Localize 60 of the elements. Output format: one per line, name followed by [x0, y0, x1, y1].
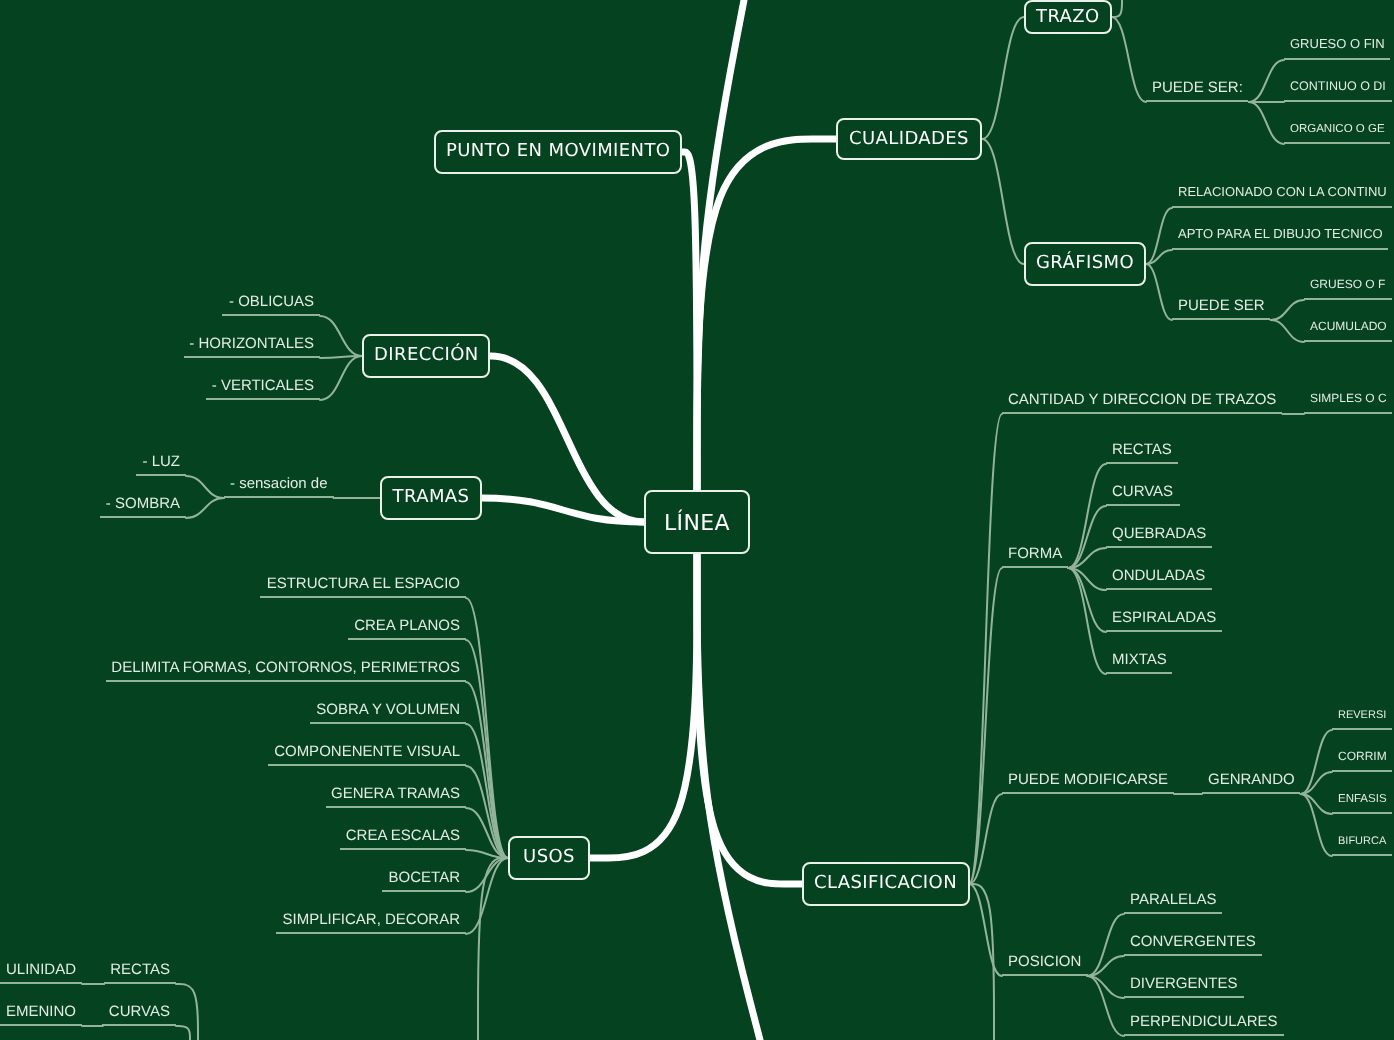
topic-box: CUALIDADES	[836, 118, 982, 160]
topic-box: TRAZO	[1024, 0, 1112, 34]
connector-line	[1086, 975, 1125, 999]
connector-line	[1247, 101, 1285, 103]
connector-line	[1086, 975, 1125, 1037]
connector-line	[185, 497, 225, 519]
connector-line	[478, 494, 648, 526]
connector-line	[1269, 319, 1305, 343]
connector-line	[1145, 263, 1173, 321]
connector-line	[465, 639, 509, 859]
connector-line	[1299, 729, 1333, 795]
topic-box: TRAMAS	[380, 476, 482, 520]
connector-line	[175, 983, 199, 1040]
connector-line	[1299, 771, 1333, 795]
connector-line	[1247, 59, 1285, 103]
connector-line	[1247, 101, 1285, 145]
central-topic-box: LÍNEA	[644, 490, 750, 554]
connector-line	[319, 355, 363, 359]
connector-line	[465, 681, 509, 859]
topic-box: USOS	[508, 836, 590, 880]
connector-line	[319, 315, 363, 357]
connector-line	[465, 765, 509, 859]
connector-line	[1299, 793, 1333, 815]
connector-line	[332, 497, 381, 499]
connector-line	[1110, 16, 1147, 103]
connector-line	[1086, 955, 1125, 977]
connector-line	[693, 550, 764, 1040]
connector-line	[1281, 413, 1305, 415]
connector-line	[968, 883, 1003, 977]
connector-line	[465, 857, 509, 935]
connector-line	[1269, 299, 1305, 321]
connector-line	[1173, 793, 1203, 795]
topic-box: DIRECCIÓN	[362, 334, 491, 378]
connector-line	[968, 567, 1003, 885]
connector-line	[175, 1025, 191, 1040]
connector-line	[81, 983, 106, 985]
connector-line	[981, 16, 1025, 140]
topic-box: GRÁFISMO	[1024, 242, 1147, 286]
connector-line	[1067, 463, 1107, 569]
connector-line	[1086, 913, 1125, 977]
connector-line	[981, 138, 1025, 265]
connector-line	[1067, 567, 1107, 633]
connector-line	[968, 883, 995, 1040]
connector-line	[1145, 249, 1173, 265]
connector-line	[1067, 505, 1107, 569]
connector-line	[693, 0, 748, 494]
connector-line	[1299, 793, 1333, 857]
connector-line	[81, 1025, 104, 1027]
connector-line	[1067, 567, 1107, 591]
connector-line	[1145, 207, 1173, 265]
connector-line	[1110, 0, 1123, 18]
connector-line	[1067, 547, 1107, 569]
connector-line	[968, 793, 1003, 885]
connector-line	[185, 475, 225, 499]
connector-line	[319, 355, 363, 401]
connector-line	[1067, 567, 1107, 675]
topic-box: CLASIFICACION	[802, 862, 969, 906]
connector-line	[465, 807, 509, 859]
connector-line	[968, 413, 1003, 885]
topic-box: PUNTO EN MOVIMIENTO	[434, 130, 683, 174]
